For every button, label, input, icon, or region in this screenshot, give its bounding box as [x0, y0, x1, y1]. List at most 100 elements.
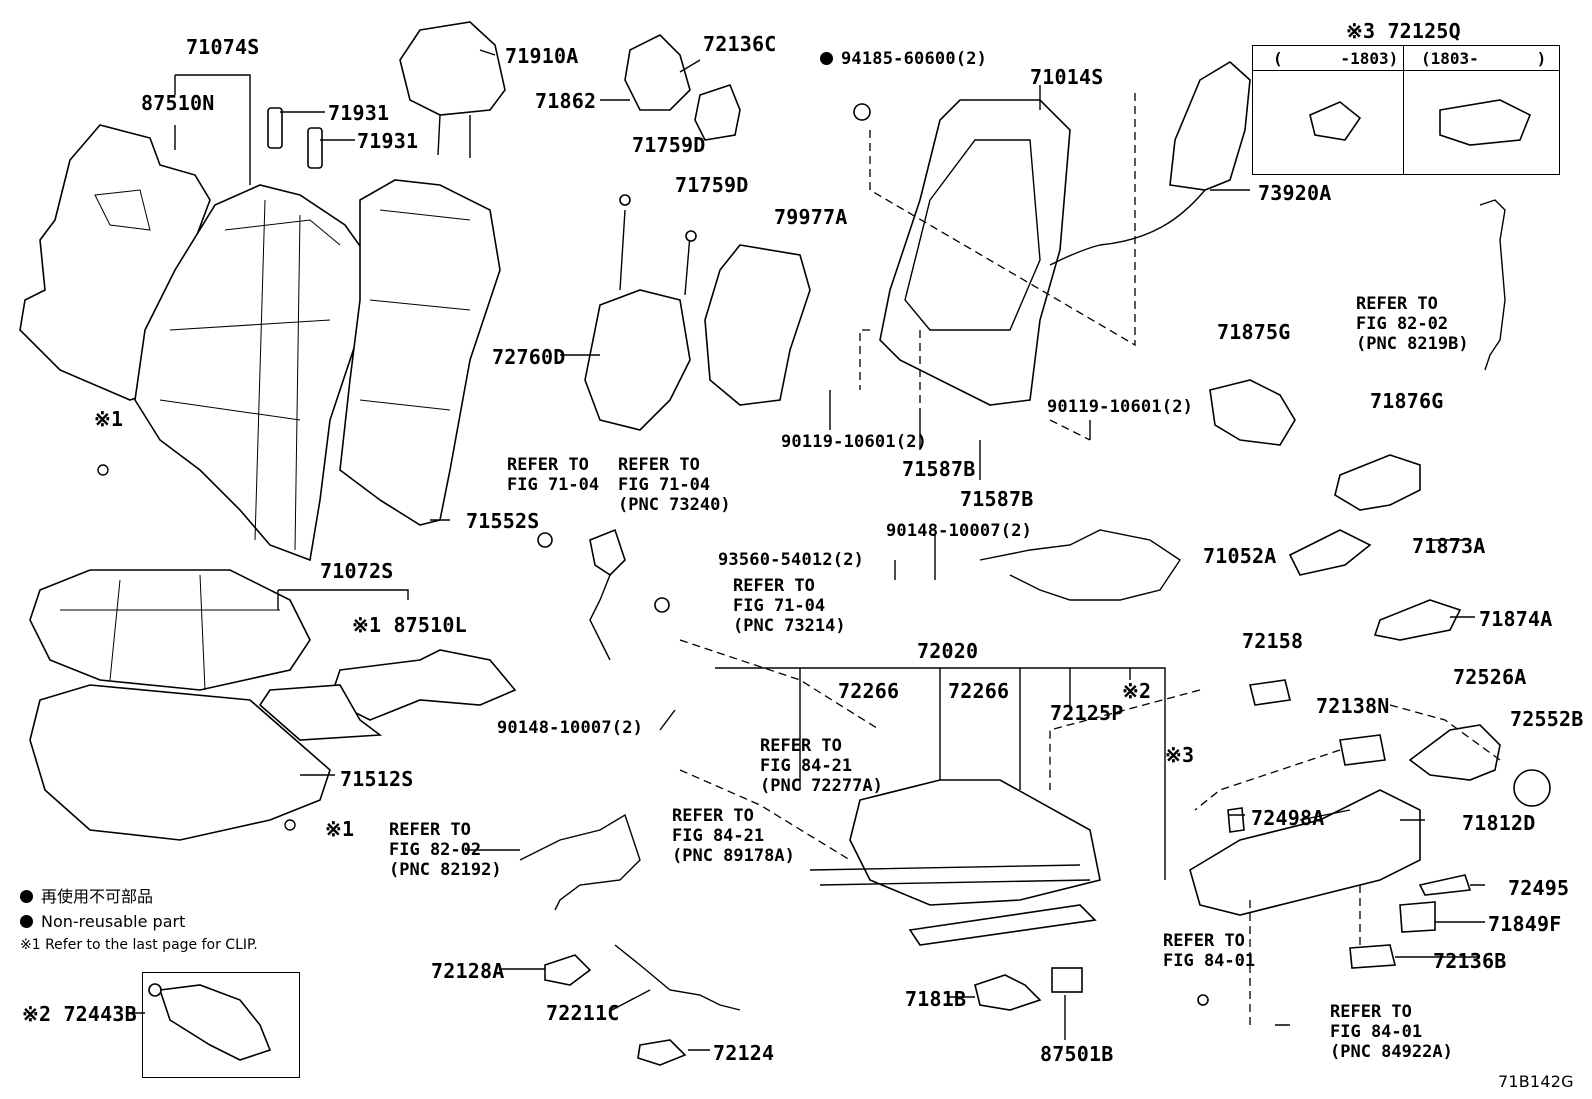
seat-back-frame-71014S — [879, 99, 1071, 406]
seat-cushion-pad-71512S — [29, 684, 331, 841]
refer-fig-71-04-73214[interactable]: REFER TO FIG 71-04 (PNC 73214) — [733, 576, 846, 636]
cover-72136C — [694, 84, 741, 141]
label-72124: 72124 — [713, 1041, 775, 1065]
part-71849F — [1399, 901, 1436, 933]
cap-72552B — [1513, 769, 1551, 807]
label-79977A: 79977A — [774, 205, 848, 229]
label-72498A: 72498A — [1251, 806, 1325, 830]
rod-72211C — [614, 944, 741, 1011]
label-72443B: ※2 72443B — [22, 1002, 137, 1026]
label-72125P: 72125P — [1050, 701, 1124, 725]
pad-79977A — [704, 244, 811, 406]
headrest-guide-2 — [307, 127, 323, 169]
part-72495 — [1418, 874, 1472, 896]
part-72158 — [1249, 679, 1291, 706]
label-72266-a: 72266 — [838, 679, 900, 703]
nut-73214 — [654, 597, 670, 613]
seat-cushion-cover-71072S — [29, 569, 311, 691]
refer-fig-84-21-72277A[interactable]: REFER TO FIG 84-21 (PNC 72277A) — [760, 736, 883, 796]
nut-94185 — [853, 103, 871, 121]
refer-fig-71-04[interactable]: REFER TO FIG 71-04 — [507, 455, 600, 495]
label-72211C: 72211C — [546, 1001, 620, 1025]
label-71587B-b: 71587B — [960, 487, 1034, 511]
cover-71876G — [1334, 454, 1421, 511]
legend-dot-icon — [20, 890, 33, 903]
headrest-71910A — [399, 21, 506, 116]
back-board-71552S — [339, 179, 501, 526]
label-71910A: 71910A — [505, 44, 579, 68]
label-93560: 93560-54012(2) — [718, 550, 865, 570]
label-72266-b: 72266 — [948, 679, 1010, 703]
label-71849F: 71849F — [1488, 912, 1562, 936]
label-star1b: ※1 — [325, 817, 355, 841]
headrest-guide-1 — [267, 107, 283, 149]
clip-2 — [97, 464, 109, 476]
label-71512S: 71512S — [340, 767, 414, 791]
label-94185: 94185-60600(2) — [820, 50, 987, 69]
refer-fig-71-04-73240[interactable]: REFER TO FIG 71-04 (PNC 73240) — [618, 455, 731, 515]
variant-table: ( -1803) (1803- ) — [1252, 45, 1560, 175]
side-airbag-73920A — [1169, 61, 1251, 191]
heater-mat-87510L-b — [258, 684, 383, 741]
legend-jp: 再使用不可部品 — [20, 886, 153, 908]
label-71759D-b: 71759D — [675, 173, 749, 197]
refer-fig-82-02-8219B[interactable]: REFER TO FIG 82-02 (PNC 8219B) — [1356, 294, 1469, 354]
part-72498A — [1227, 807, 1245, 833]
wire-82192 — [519, 813, 641, 911]
label-71862: 71862 — [535, 89, 597, 113]
clip-72443B-sketch — [158, 984, 272, 1061]
label-71875G: 71875G — [1217, 320, 1291, 344]
clip-box-72443B — [142, 972, 300, 1078]
table-col-1: ( -1803) — [1273, 49, 1399, 68]
recliner-cover-71862 — [624, 34, 691, 111]
label-72138N: 72138N — [1316, 694, 1390, 718]
label-71587B-a: 71587B — [902, 457, 976, 481]
seat-adjuster-72020 — [849, 779, 1101, 906]
clip-1 — [284, 819, 296, 831]
clip-3 — [1197, 994, 1209, 1006]
label-87510L: ※1 87510L — [352, 613, 467, 637]
label-71552S: 71552S — [466, 509, 540, 533]
lumbar-support-72760D — [584, 289, 691, 431]
legend-dot-icon-2 — [20, 915, 33, 928]
part-72128A — [544, 954, 592, 986]
seatbelt-buckle — [589, 528, 626, 577]
label-72136B: 72136B — [1433, 949, 1507, 973]
legend-note: ※1 Refer to the last page for CLIP. — [20, 937, 258, 953]
label-71931-b: 71931 — [357, 129, 419, 153]
cover-71875G — [1209, 379, 1296, 446]
bracket-7181B — [974, 974, 1042, 1011]
label-71874A: 71874A — [1479, 607, 1553, 631]
non-reusable-dot-icon — [820, 52, 833, 65]
label-71812D: 71812D — [1462, 811, 1536, 835]
label-72136C: 72136C — [703, 32, 777, 56]
refer-fig-84-01[interactable]: REFER TO FIG 84-01 — [1163, 931, 1256, 971]
table-divider — [1403, 46, 1404, 174]
seat-back-cover-71074S — [134, 184, 371, 562]
refer-fig-82-02-82192[interactable]: REFER TO FIG 82-02 (PNC 82192) — [389, 820, 502, 880]
label-71931-a: 71931 — [328, 101, 390, 125]
label-72020: 72020 — [917, 639, 979, 663]
label-94185-text: 94185-60600(2) — [841, 49, 988, 69]
heater-mat-87510L — [329, 649, 517, 721]
label-90148-a: 90148-10007(2) — [886, 521, 1033, 541]
label-star2: ※2 — [1122, 679, 1152, 703]
label-7181B: 7181B — [905, 987, 967, 1011]
legend-en-text: Non-reusable part — [41, 912, 186, 931]
refer-fig-84-01-84922A[interactable]: REFER TO FIG 84-01 (PNC 84922A) — [1330, 1002, 1453, 1062]
seat-shield-71812D — [1189, 789, 1421, 916]
refer-fig-84-21-89178A[interactable]: REFER TO FIG 84-21 (PNC 89178A) — [672, 806, 795, 866]
module-87501B — [1051, 967, 1083, 993]
part-72124 — [637, 1039, 687, 1066]
part-72136B — [1349, 944, 1397, 969]
wire-8219B — [1479, 199, 1506, 371]
label-71074S: 71074S — [186, 35, 260, 59]
legend-en: Non-reusable part — [20, 911, 185, 933]
label-90148-b: 90148-10007(2) — [497, 718, 644, 738]
label-73920A: 73920A — [1258, 181, 1332, 205]
part-72138N — [1339, 734, 1386, 766]
table-col-2: (1803- ) — [1421, 49, 1547, 68]
label-72128A: 72128A — [431, 959, 505, 983]
label-72526A: 72526A — [1453, 665, 1527, 689]
